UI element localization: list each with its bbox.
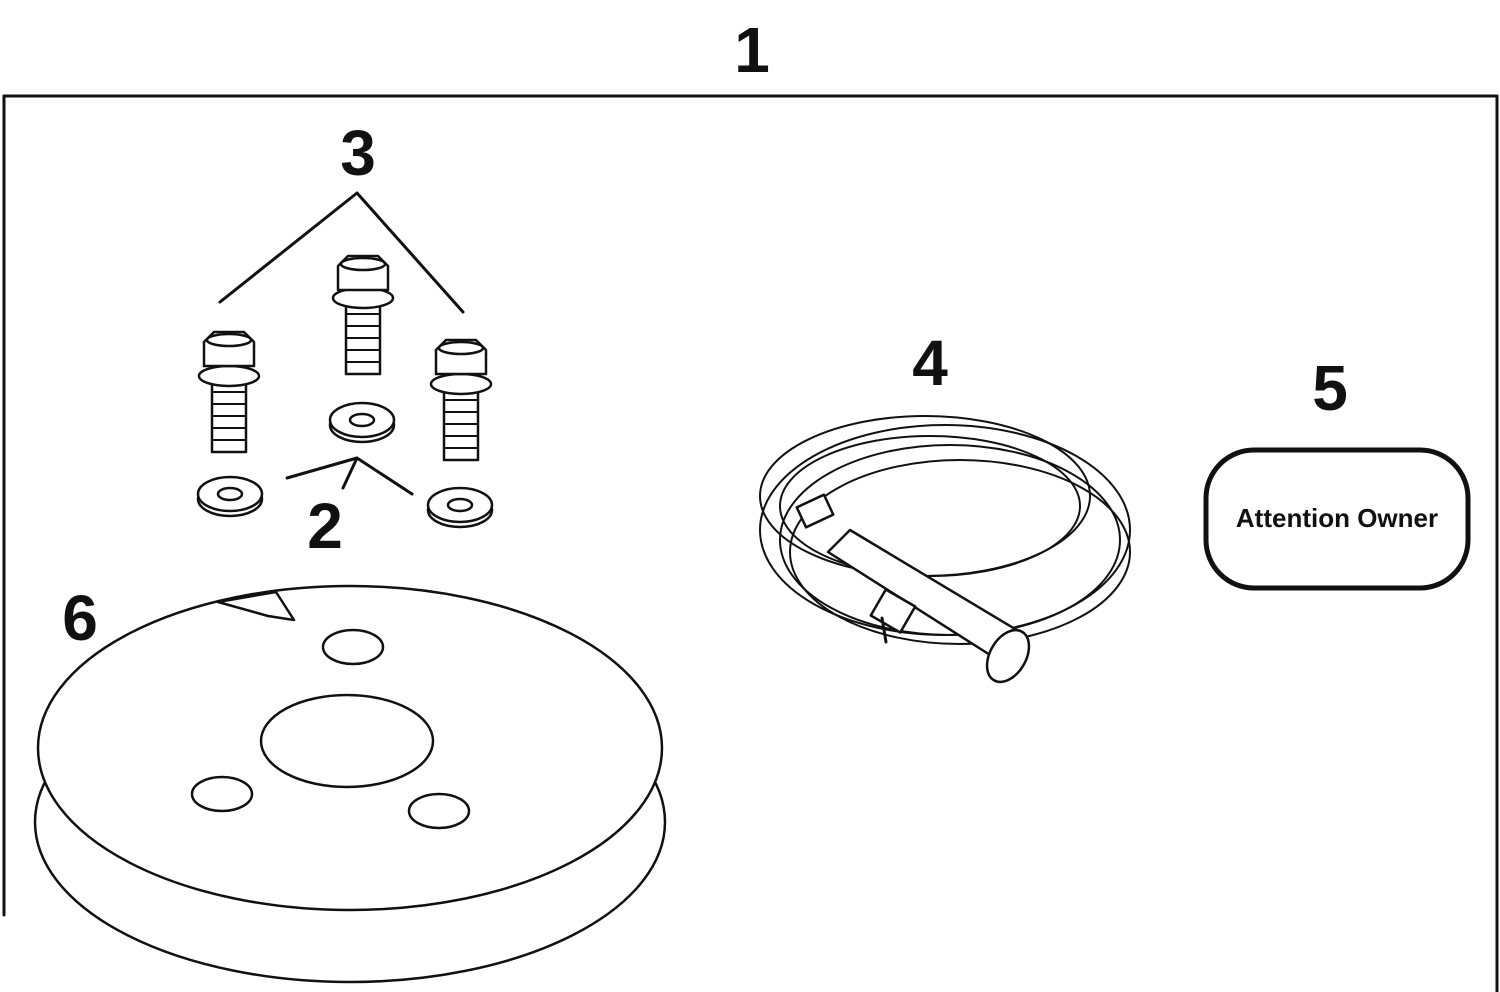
callout-6: 6 bbox=[62, 582, 98, 654]
callout-2: 2 bbox=[307, 490, 343, 562]
bolts-leader-lines bbox=[218, 191, 465, 314]
cable-coil bbox=[759, 415, 1131, 684]
decal-text: Attention Owner bbox=[1236, 503, 1438, 533]
callout-1: 1 bbox=[734, 14, 770, 86]
washer-left bbox=[196, 475, 264, 518]
callout-3: 3 bbox=[340, 117, 376, 189]
washer-right bbox=[426, 486, 494, 529]
bolt-right bbox=[429, 338, 493, 462]
callout-5: 5 bbox=[1312, 352, 1348, 424]
attention-owner-decal: Attention Owner bbox=[1203, 447, 1471, 591]
washer-center bbox=[328, 401, 396, 444]
callout-4: 4 bbox=[912, 327, 948, 399]
kit-frame bbox=[2, 94, 1499, 992]
bolt-left bbox=[197, 330, 261, 454]
bolt-center bbox=[331, 254, 395, 376]
pulley bbox=[33, 584, 667, 984]
washers-leader-lines bbox=[285, 456, 414, 496]
